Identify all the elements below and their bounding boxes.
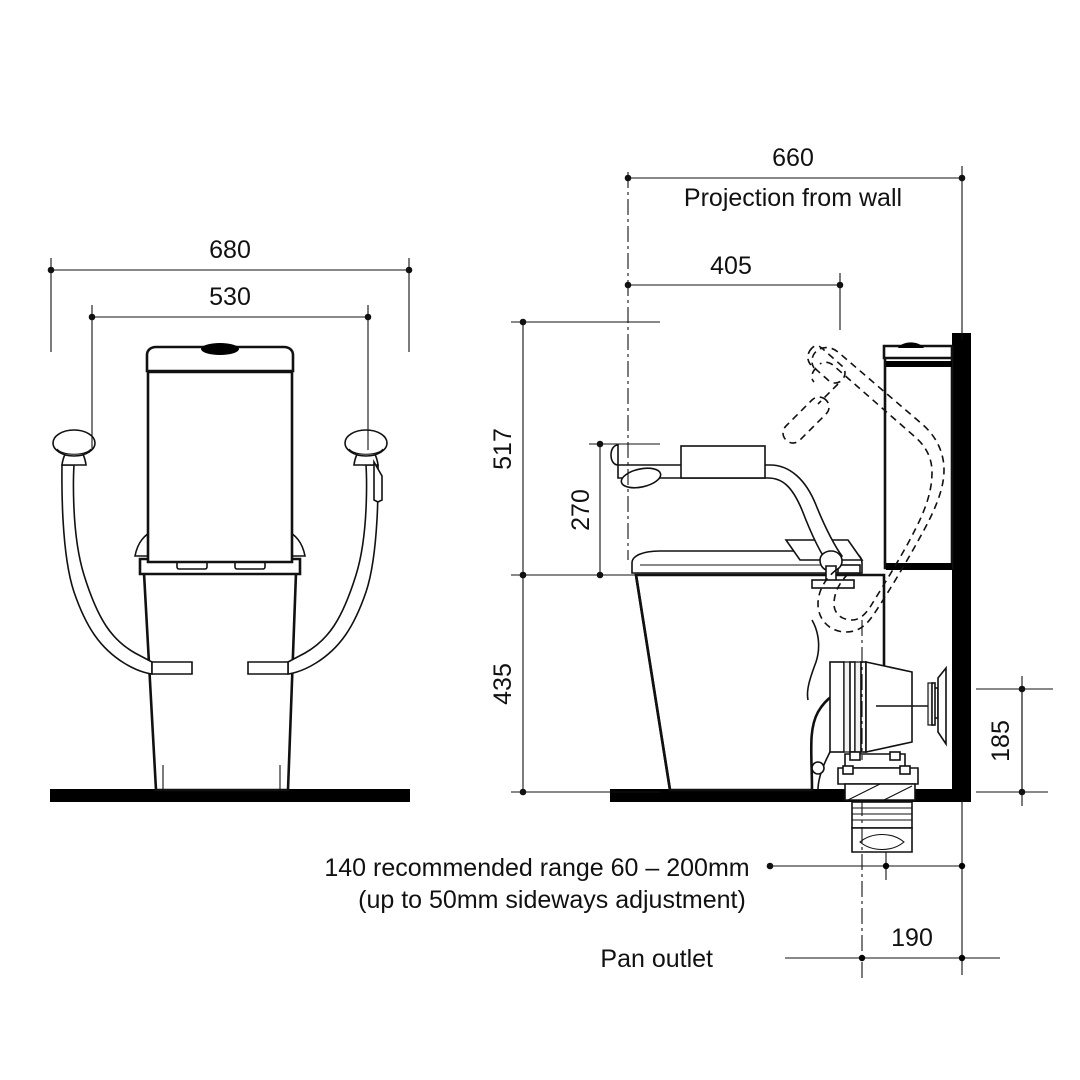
- side-rail-raised-release: [782, 396, 830, 444]
- front-rail-left-knob: [52, 429, 96, 457]
- dim-435-text: 435: [489, 663, 517, 705]
- connector-bellow-3: [854, 661, 862, 753]
- side-grab-rail-raised: [782, 345, 945, 633]
- pan-connector-assembly: [829, 661, 947, 853]
- front-rail-right-knob: [344, 429, 388, 457]
- front-grab-rail-right: [247, 429, 388, 675]
- front-flush-button: [201, 343, 239, 355]
- side-fixing-hole: [811, 761, 825, 775]
- connector-body: [865, 661, 913, 753]
- front-elevation-graphic: [50, 343, 410, 802]
- connector-bolt-2: [889, 751, 901, 761]
- front-rail-right-knob-seam: [348, 448, 384, 455]
- connector-left-cap: [829, 661, 845, 753]
- front-cistern-body: [146, 370, 294, 564]
- side-grab-rail-lowered: [610, 444, 855, 589]
- connector-bolt-4: [899, 765, 911, 775]
- side-cistern-lid: [882, 344, 954, 360]
- outlet-stack: [851, 801, 913, 829]
- dim-405-text: 405: [710, 252, 752, 280]
- dim-517-text: 517: [489, 428, 517, 470]
- dim-270-text: 270: [567, 489, 595, 531]
- side-rail-raised-inner: [819, 361, 933, 621]
- dim-680-text: 680: [209, 236, 251, 264]
- side-rail-raised-link: [817, 383, 839, 405]
- dim-660-text: 660: [772, 144, 814, 172]
- front-rail-left-arm: [151, 661, 193, 675]
- side-bowl-back-line: [806, 619, 820, 701]
- dim-185: 185: [976, 676, 1053, 806]
- side-rail-base-plate: [811, 579, 855, 589]
- dim-680: 680: [47, 236, 413, 352]
- side-wall: [952, 333, 971, 802]
- dim-517: 517: [489, 318, 660, 579]
- side-cistern-base-shadow: [886, 563, 952, 570]
- dim-405: 405: [624, 252, 844, 330]
- front-rail-left-tube: [61, 464, 153, 675]
- connector-seal-2: [931, 682, 936, 726]
- front-floor-line: [50, 789, 410, 802]
- side-rail-lowered-release: [620, 467, 662, 489]
- connector-bracket-lower: [837, 767, 919, 785]
- front-rail-left-knob-seam: [56, 448, 92, 455]
- connector-bolt-1: [849, 751, 861, 761]
- side-rail-raised-outer: [811, 346, 945, 633]
- side-rail-raised-knob: [807, 345, 846, 384]
- connector-flange: [937, 665, 947, 747]
- outlet-pipe-ellipse: [859, 833, 905, 851]
- side-pan-front-edge: [634, 574, 672, 791]
- front-pan-body: [142, 571, 298, 792]
- side-cistern-body: [883, 355, 954, 570]
- connector-foot: [844, 783, 916, 801]
- dim-270: 270: [567, 440, 660, 579]
- dim-185-text: 185: [987, 720, 1015, 762]
- side-elevation-graphic: [610, 333, 971, 853]
- connector-bolt-3: [842, 765, 854, 775]
- dim-660-label: Projection from wall: [684, 184, 902, 212]
- connector-bellow-1: [843, 661, 851, 753]
- side-flush-button: [898, 342, 924, 348]
- side-rail-raised-knob-seam: [811, 367, 817, 383]
- dim-190-text: 190: [891, 924, 933, 952]
- dim-190: 190: [785, 924, 1000, 962]
- outlet-note-line-1: 140 recommended range 60 – 200mm: [324, 854, 749, 882]
- dim-435: 435: [489, 571, 660, 796]
- front-grab-rail-left: [52, 429, 193, 675]
- side-rail-lowered-grip: [680, 445, 766, 479]
- dim-660: 660 Projection from wall: [624, 144, 966, 340]
- pan-outlet-label: Pan outlet: [600, 945, 713, 973]
- dim-530: 530: [88, 283, 372, 450]
- outlet-note-line-2: (up to 50mm sideways adjustment): [358, 886, 746, 914]
- side-rail-lowered-tube: [610, 444, 844, 568]
- outlet-pipe: [851, 827, 913, 853]
- front-rail-right-release-lever: [373, 458, 383, 503]
- dim-530-text: 530: [209, 283, 251, 311]
- front-rail-right-arm: [247, 661, 289, 675]
- front-cistern-lid: [145, 345, 295, 373]
- side-cistern-lid-shadow: [886, 361, 952, 367]
- leader-140-note: [766, 800, 966, 975]
- connector-foot-brace: [847, 783, 913, 801]
- front-rail-right-tube: [287, 464, 379, 675]
- connector-bellow-2: [849, 661, 856, 753]
